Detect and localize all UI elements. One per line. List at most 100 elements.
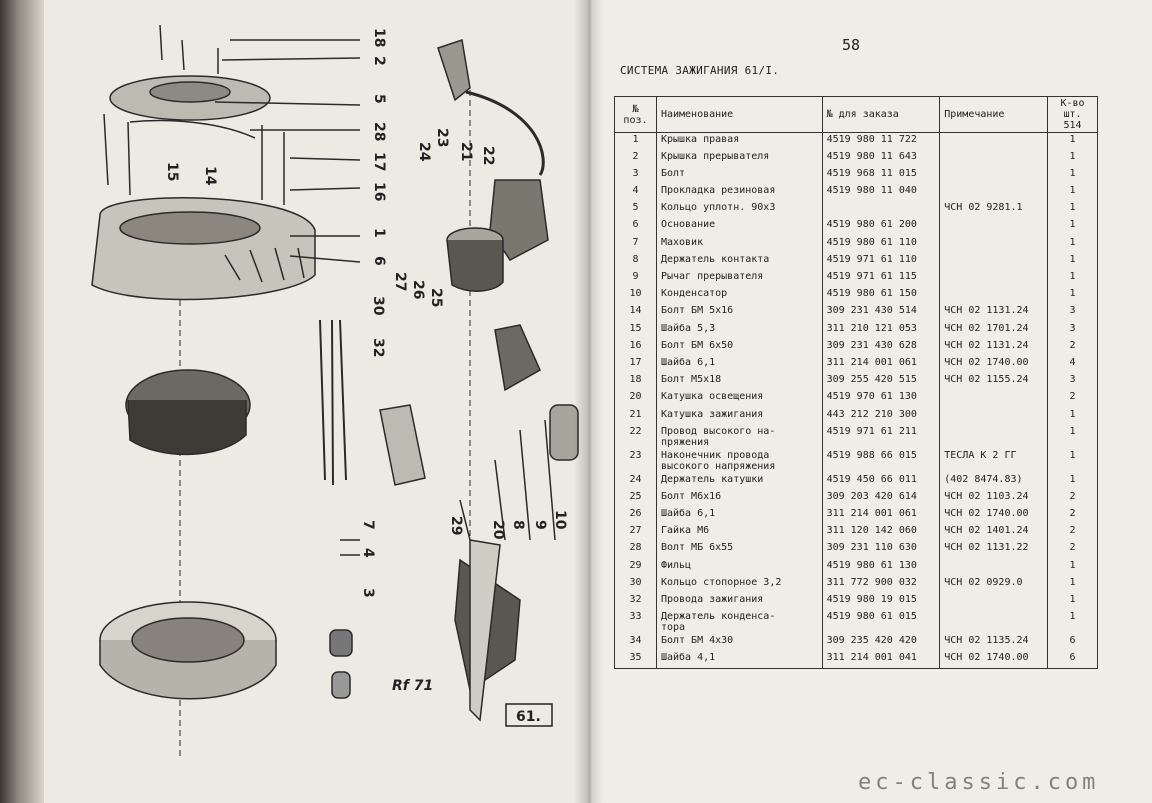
cell-name: Держатель конденса- тора xyxy=(655,610,823,635)
cell-qty: 6 xyxy=(1047,651,1098,670)
cell-order: 4519 450 66 011 xyxy=(821,472,941,490)
cell-note: ЧСН 02 1401.24 xyxy=(939,524,1049,542)
callout-5: 5 xyxy=(371,94,387,104)
cell-qty: 1 xyxy=(1047,149,1098,167)
cell-note: ТЕСЛА К 2 ГГ xyxy=(939,448,1049,473)
cell-pos: 2 xyxy=(614,149,657,167)
cell-order: 311 214 001 041 xyxy=(821,651,941,670)
cell-pos: 16 xyxy=(614,338,657,356)
cell-name: Шайба 6,1 xyxy=(655,507,823,525)
cell-order: 4519 980 11 643 xyxy=(821,149,941,167)
callout-labels: 18 2 5 28 17 16 1 6 15 14 30 32 27 26 25… xyxy=(164,28,568,598)
cell-name: Болт xyxy=(655,166,823,185)
cell-order: 309 203 420 614 xyxy=(821,489,941,508)
cell-pos: 30 xyxy=(614,575,657,593)
cell-order xyxy=(821,201,941,219)
cell-note xyxy=(939,287,1049,305)
cell-pos: 28 xyxy=(614,541,657,559)
cell-note xyxy=(939,218,1049,236)
cell-pos: 18 xyxy=(614,373,657,391)
cell-name: Фильц xyxy=(655,558,823,576)
cell-note: ЧСН 02 0929.0 xyxy=(939,575,1049,593)
cell-order: 4519 980 61 200 xyxy=(821,218,941,236)
cell-name: Катушка освещения xyxy=(655,390,823,408)
cell-name: Катушка зажигания xyxy=(655,407,823,425)
cell-pos: 9 xyxy=(614,270,657,288)
cell-pos: 21 xyxy=(614,407,657,425)
cell-qty: 1 xyxy=(1047,184,1098,202)
signature: Rf 71 xyxy=(392,678,433,694)
cell-note: ЧСН 02 1740.00 xyxy=(939,507,1049,525)
callout-15: 15 xyxy=(164,162,180,181)
cell-order: 311 214 001 061 xyxy=(821,507,941,525)
callout-9: 9 xyxy=(532,520,548,530)
cell-pos: 23 xyxy=(614,448,657,473)
cell-name: Провод высокого на- пряжения xyxy=(655,424,823,449)
cell-name: Кольцо уплотн. 90х3 xyxy=(655,201,823,219)
cell-note xyxy=(939,407,1049,425)
callout-6: 6 xyxy=(371,256,387,266)
cell-pos: 5 xyxy=(614,201,657,219)
callout-18: 18 xyxy=(371,28,387,47)
figure-label: 61. xyxy=(516,709,541,725)
cell-name: Рычаг прерывателя xyxy=(655,270,823,288)
cell-name: Провода зажигания xyxy=(655,593,823,611)
callout-21: 21 xyxy=(458,142,474,161)
cell-pos: 22 xyxy=(614,424,657,449)
cell-name: Болт БМ 4х30 xyxy=(655,634,823,652)
callout-24: 24 xyxy=(416,142,432,162)
cell-pos: 33 xyxy=(614,610,657,635)
callout-2: 2 xyxy=(371,56,387,66)
callout-17: 17 xyxy=(371,152,387,171)
callout-4: 4 xyxy=(360,548,376,558)
cell-note: ЧСН 02 1740.00 xyxy=(939,651,1049,670)
cell-qty: 3 xyxy=(1047,373,1098,391)
cell-order: 4519 968 11 015 xyxy=(821,166,941,185)
cell-order: 311 772 900 032 xyxy=(821,575,941,593)
cell-pos: 17 xyxy=(614,355,657,374)
cell-note: ЧСН 02 9281.1 xyxy=(939,201,1049,219)
header-qty: К-во шт. 514 xyxy=(1047,96,1098,133)
cell-note xyxy=(939,390,1049,408)
callout-10: 10 xyxy=(552,510,568,530)
cell-name: Волт МБ 6х55 xyxy=(655,541,823,559)
cell-qty: 2 xyxy=(1047,541,1098,559)
callout-23: 23 xyxy=(434,128,450,147)
cell-note xyxy=(939,166,1049,185)
callout-16: 16 xyxy=(371,182,387,201)
cell-order: 309 231 430 514 xyxy=(821,304,941,322)
cell-qty: 1 xyxy=(1047,448,1098,473)
cell-order: 4519 971 61 211 xyxy=(821,424,941,449)
cell-order: 4519 980 61 015 xyxy=(821,610,941,635)
cell-order: 4519 971 61 115 xyxy=(821,270,941,288)
cell-order: 311 120 142 060 xyxy=(821,524,941,542)
cell-pos: 3 xyxy=(614,166,657,185)
cell-pos: 15 xyxy=(614,321,657,339)
cell-note xyxy=(939,184,1049,202)
cell-name: Наконечник провода высокого напряжения xyxy=(655,448,823,473)
cell-pos: 8 xyxy=(614,252,657,270)
cell-name: Болт БМ 6х50 xyxy=(655,338,823,356)
cell-pos: 4 xyxy=(614,184,657,202)
exploded-view-diagram: 18 2 5 28 17 16 1 6 15 14 30 32 27 26 25… xyxy=(91,24,579,760)
header-order: № для заказа xyxy=(821,96,941,133)
cell-note: ЧСН 02 1135.24 xyxy=(939,634,1049,652)
callout-30: 30 xyxy=(370,296,386,316)
cell-name: Кольцо стопорное 3,2 xyxy=(655,575,823,593)
cell-order: 4519 980 11 722 xyxy=(821,132,941,150)
callout-22: 22 xyxy=(480,146,496,165)
